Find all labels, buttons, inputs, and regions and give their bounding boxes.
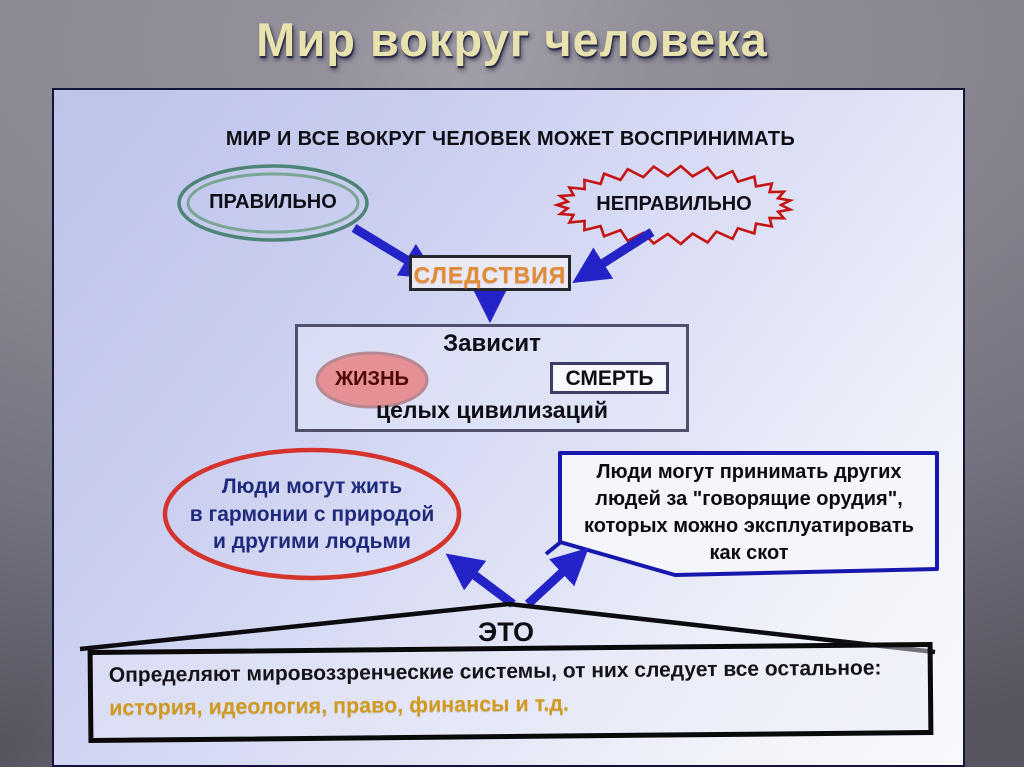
exploit-text: Люди могут принимать других людей за "го… <box>574 459 924 567</box>
footer-line2: история, идеология, право, финансы и т.д… <box>109 691 569 720</box>
exploit-line: как скот <box>709 542 789 564</box>
exploit-line: Люди могут принимать других <box>596 461 902 483</box>
correct-ellipse-inner <box>186 172 360 234</box>
harmony-line: в гармонии с природой <box>189 502 435 526</box>
this-label: ЭТО <box>477 617 535 647</box>
life-label: ЖИЗНЬ <box>335 368 409 390</box>
harmony-ellipse <box>162 447 462 581</box>
arrow-incorrect-to-consequences <box>572 228 655 283</box>
exploit-bubble-tail <box>544 539 564 556</box>
incorrect-label: НЕПРАВИЛЬНО <box>596 193 752 215</box>
depends-title: Зависит <box>443 330 541 357</box>
diagram-panel: МИР И ВСЕ ВОКРУГ ЧЕЛОВЕК МОЖЕТ ВОСПРИНИМ… <box>52 88 965 767</box>
exploit-line: которых можно эксплуатировать <box>584 515 914 537</box>
correct-ellipse-outer <box>177 164 369 242</box>
slide-title: Мир вокруг человека <box>256 13 768 66</box>
statement-text: МИР И ВСЕ ВОКРУГ ЧЕЛОВЕК МОЖЕТ ВОСПРИНИМ… <box>225 128 796 150</box>
footer-line1: Определяют мировоззренческие системы, от… <box>108 656 882 687</box>
footer-box: Определяют мировоззренческие системы, от… <box>87 641 934 744</box>
arrow-this-to-exploit <box>524 547 589 608</box>
incorrect-zigzag-ellipse <box>552 164 795 246</box>
correct-label: ПРАВИЛЬНО <box>209 191 337 213</box>
harmony-text: Люди могут жить в гармонии с природой и … <box>140 473 484 556</box>
depends-footer-text: целых цивилизаций <box>375 397 608 423</box>
consequences-box: СЛЕДСТВИЯ <box>409 255 571 291</box>
arrow-this-to-harmony <box>445 553 516 608</box>
harmony-line: и другими людьми <box>213 530 411 553</box>
diagram-shapes-layer <box>79 164 939 655</box>
harmony-line: Люди могут жить <box>221 475 403 498</box>
roof-lines <box>79 601 936 655</box>
exploit-line: людей за "говорящие орудия", <box>595 488 903 510</box>
exploit-bubble <box>558 451 939 577</box>
death-box: СМЕРТЬ <box>550 362 669 394</box>
